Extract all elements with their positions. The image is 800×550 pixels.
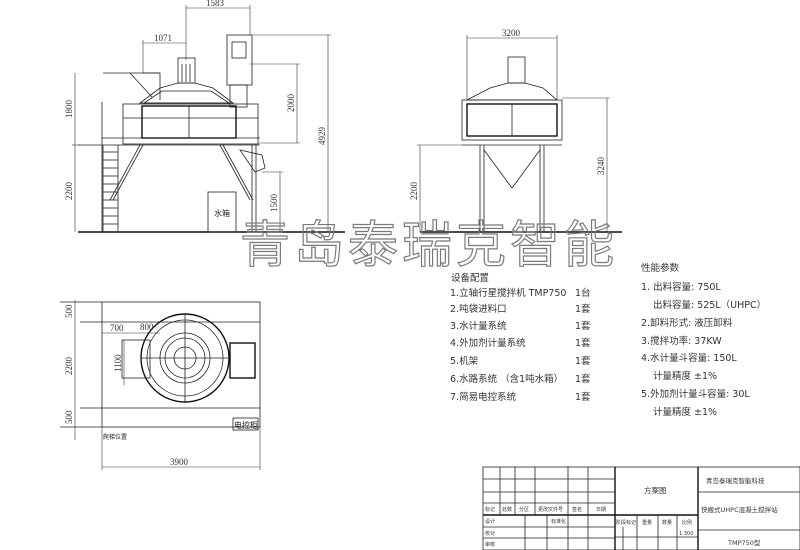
plan-view: 电控柜 爬梯位置 500 2200 500 3900 700 800 1100 xyxy=(60,300,261,470)
mixer-dome xyxy=(138,82,235,104)
performance-line: 出料容量: 525L（UHPC） xyxy=(653,299,766,311)
tb-model: TMP750型 xyxy=(727,538,761,547)
dim-1100: 1100 xyxy=(113,354,123,372)
performance-line: 计量精度 ±1% xyxy=(653,370,717,382)
tb-header: 分区 xyxy=(519,506,529,513)
title-block: 标记 处数 分区 更改文件号 签名 日期 设计 校对 审核 标准化 方案图 阶段… xyxy=(482,466,800,550)
tb-role: 校对 xyxy=(485,530,495,537)
tb-product: 快搬式UHPC混凝土搅拌站 xyxy=(701,505,778,514)
ladder xyxy=(101,102,119,232)
dim-500-top: 500 xyxy=(64,304,74,318)
tb-role: 审核 xyxy=(485,541,495,548)
dim-2200-side: 2200 xyxy=(409,182,419,201)
water-metering-unit xyxy=(226,34,253,86)
discharge-chute xyxy=(239,149,266,173)
tb-standardization: 标准化 xyxy=(551,518,566,525)
performance-line: 5.外加剂计量斗容量: 30L xyxy=(641,388,750,400)
dim-4929: 4929 xyxy=(317,127,327,146)
performance-line: 4.水计量斗容量: 150L xyxy=(641,352,737,364)
tb-role: 设计 xyxy=(485,518,495,525)
equipment-item-qty: 1套 xyxy=(575,391,591,403)
performance-line: 计量精度 ±1% xyxy=(653,406,717,418)
equipment-item-name: 6.水路系统 （含1吨水箱） xyxy=(450,373,563,385)
dim-3240: 3240 xyxy=(596,157,606,176)
water-tank-label: 水箱 xyxy=(214,208,230,218)
water-tank xyxy=(207,191,237,233)
dim-1583: 1583 xyxy=(206,0,225,8)
equipment-item-qty: 1套 xyxy=(575,373,591,385)
tb-header: 标记 xyxy=(485,506,495,513)
dim-2000: 2000 xyxy=(286,94,296,113)
performance-line: 3.搅拌功率: 37KW xyxy=(641,335,722,347)
tb-stage-header: 比例 xyxy=(682,519,692,526)
equipment-item-qty: 1套 xyxy=(575,320,591,332)
performance-params: 性能参数 1. 出料容量: 750L 出料容量: 525L（UHPC） 2.卸料… xyxy=(641,262,766,418)
dim-700: 700 xyxy=(110,323,124,333)
equipment-item-name: 1.立轴行星搅拌机 TMP750 xyxy=(450,287,566,299)
equipment-item-name: 2.吨袋进料口 xyxy=(450,303,507,315)
platform xyxy=(122,103,259,145)
motor xyxy=(177,57,196,84)
tb-header: 更改文件号 xyxy=(538,506,563,513)
performance-title: 性能参数 xyxy=(641,262,680,274)
equipment-item-name: 3.水计量系统 xyxy=(450,320,507,332)
tb-stage-header: 重量 xyxy=(642,519,652,526)
dim-1500: 1500 xyxy=(269,194,279,213)
dim-800: 800 xyxy=(140,322,154,332)
side-view: 3200 2200 3240 xyxy=(409,28,622,233)
dim-1800: 1800 xyxy=(64,100,74,119)
equipment-title: 设备配置 xyxy=(451,272,489,284)
tb-stage-header: 阶段标记 xyxy=(616,519,636,526)
dim-3200: 3200 xyxy=(502,28,521,38)
front-view: 水箱 1583 1071 1800 2200 2000 4929 1500 xyxy=(64,0,345,233)
tb-drawing-type: 方案图 xyxy=(644,485,667,495)
control-box-plan xyxy=(229,342,256,379)
tb-header: 日期 xyxy=(596,507,606,513)
equipment-list: 设备配置 1.立轴行星搅拌机 TMP750 1台 2.吨袋进料口 1套 3.水计… xyxy=(450,272,591,403)
tb-header: 处数 xyxy=(502,506,512,513)
equipment-item-qty: 1套 xyxy=(575,355,591,367)
performance-line: 1. 出料容量: 750L xyxy=(641,281,721,293)
tb-company: 青岛泰瑞克智能科技 xyxy=(706,476,765,485)
equipment-item-qty: 1套 xyxy=(575,337,591,349)
tb-stage-header: 数量 xyxy=(662,519,672,526)
ladder-position-label: 爬梯位置 xyxy=(103,433,127,441)
equipment-item-qty: 1套 xyxy=(575,303,591,315)
dim-3900: 3900 xyxy=(170,457,189,467)
tb-scale: 1:300 xyxy=(679,531,693,537)
dim-2200-plan: 2200 xyxy=(64,357,74,376)
dim-2200: 2200 xyxy=(64,182,74,201)
equipment-item-qty: 1台 xyxy=(575,287,591,299)
equipment-item-name: 7.简易电控系统 xyxy=(450,391,517,403)
dim-500-bottom: 500 xyxy=(64,410,74,424)
dim-1071: 1071 xyxy=(154,33,172,43)
company-watermark: 青岛泰瑞克智能 xyxy=(240,216,618,274)
control-cabinet-label: 电控柜 xyxy=(234,420,258,430)
performance-line: 2.卸料形式: 液压卸料 xyxy=(641,317,733,329)
motor xyxy=(507,56,526,84)
equipment-item-name: 4.外加剂计量系统 xyxy=(450,337,526,349)
tb-header: 签名 xyxy=(572,506,582,513)
equipment-item-name: 5.机架 xyxy=(450,355,479,367)
